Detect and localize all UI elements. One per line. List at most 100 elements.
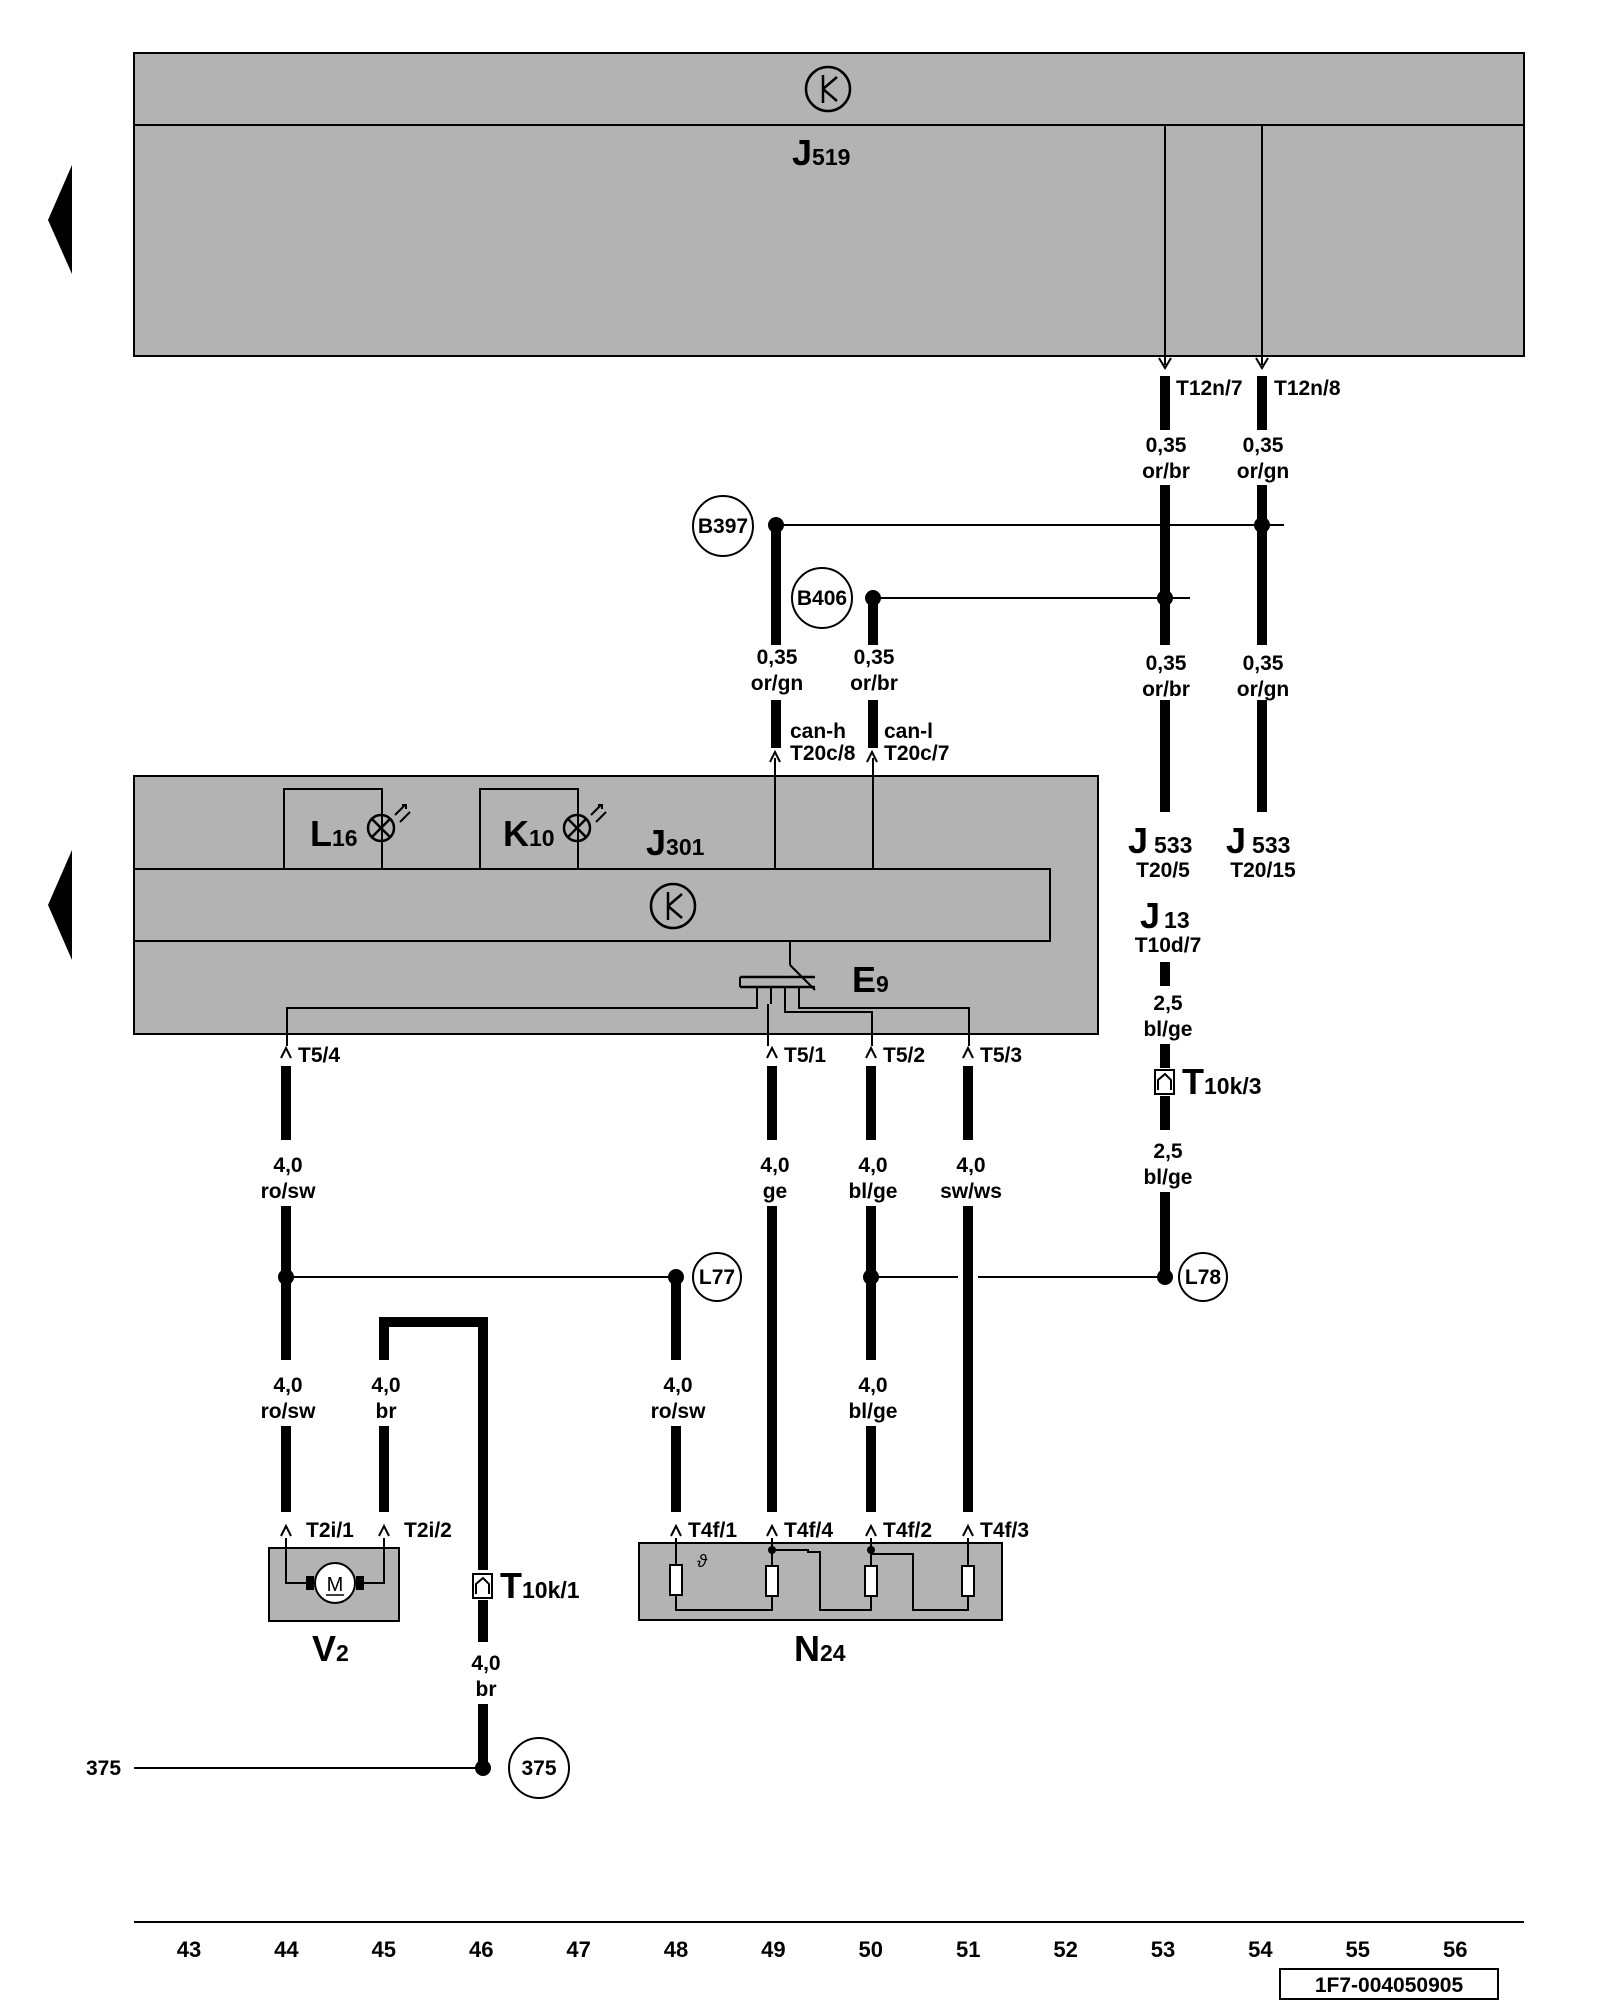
- j301-control-unit: [133, 775, 1099, 1035]
- wire-color: or/gn: [1237, 460, 1290, 483]
- wire-size: 2,5: [1153, 1140, 1183, 1163]
- page-reference-arrow-icon: [48, 850, 72, 960]
- wire-size: 0,35: [757, 646, 798, 669]
- column-number: 46: [469, 1937, 493, 1962]
- svg-text:375: 375: [521, 1757, 556, 1780]
- wire-size: 4,0: [858, 1154, 887, 1177]
- splice-b406: B406: [791, 567, 853, 629]
- wire-size: 0,35: [1146, 652, 1187, 675]
- resistor-icon: [961, 1565, 975, 1597]
- wire-size: 4,0: [858, 1374, 887, 1397]
- wire-color: bl/ge: [848, 1400, 897, 1423]
- wire-color: ro/sw: [261, 1180, 317, 1203]
- l16-lamp-icon: [366, 804, 411, 843]
- svg-text:L77: L77: [699, 1266, 735, 1289]
- k10-lamp-icon: [562, 804, 607, 843]
- connector-t2i2: T2i/2: [404, 1519, 452, 1542]
- splice-l77: L77: [692, 1252, 742, 1302]
- connector-t10k1-icon: [472, 1573, 493, 1599]
- column-number: 48: [664, 1937, 688, 1962]
- motor-icon: M: [314, 1562, 356, 1604]
- wire-size: 4,0: [663, 1374, 692, 1397]
- wire-size: 4,0: [371, 1374, 400, 1397]
- j13-pin-label: T10d/7: [1135, 934, 1202, 957]
- wire-size: 0,35: [854, 646, 895, 669]
- svg-text:B406: B406: [797, 587, 847, 610]
- column-number: 56: [1443, 1937, 1467, 1962]
- thermal-fuse-icon: [669, 1564, 683, 1596]
- column-number: 44: [274, 1937, 299, 1962]
- connector-t52: T5/2: [883, 1044, 925, 1067]
- svg-text:L78: L78: [1185, 1266, 1222, 1289]
- wire-size: 4,0: [956, 1154, 985, 1177]
- wire-color: or/br: [1142, 678, 1190, 701]
- j533-pin-label: T20/5: [1136, 859, 1190, 882]
- wire-color: or/gn: [1237, 678, 1290, 701]
- column-number: 53: [1151, 1937, 1175, 1962]
- connector-t10k3-icon: [1154, 1069, 1175, 1095]
- document-id-box: 1F7-004050905: [1279, 1968, 1499, 2000]
- connector-t51: T5/1: [784, 1044, 826, 1067]
- n24-label: N24: [794, 1628, 846, 1669]
- connector-t12n7: T12n/7: [1176, 377, 1243, 400]
- can-high-label: can-h: [790, 720, 846, 743]
- connector-t10k1: T10k/1: [500, 1565, 580, 1606]
- column-number: 54: [1248, 1937, 1273, 1962]
- j301-ground-symbol-icon: [649, 882, 697, 930]
- connector-t4f1: T4f/1: [688, 1519, 737, 1542]
- thermal-symbol: ϑ: [697, 1551, 708, 1571]
- column-number: 49: [761, 1937, 785, 1962]
- wire-size: 0,35: [1243, 434, 1284, 457]
- wire-color: or/gn: [751, 672, 804, 695]
- wire-color: bl/ge: [848, 1180, 897, 1203]
- column-number: 47: [566, 1937, 590, 1962]
- column-number: 52: [1053, 1937, 1077, 1962]
- wire-size: 0,35: [1243, 652, 1284, 675]
- wire-color: or/br: [850, 672, 898, 695]
- column-number: 55: [1346, 1937, 1370, 1962]
- connector-t54: T5/4: [298, 1044, 340, 1067]
- connector-t20c8: T20c/8: [790, 742, 856, 765]
- connector-t20c7: T20c/7: [884, 742, 949, 765]
- wire-color: br: [476, 1678, 497, 1701]
- splice-b397: B397: [692, 495, 754, 557]
- wire-size: 4,0: [760, 1154, 789, 1177]
- j519-control-unit: [133, 52, 1525, 357]
- connector-t10k3: T10k/3: [1182, 1061, 1262, 1102]
- connector-t2i1: T2i/1: [306, 1519, 354, 1542]
- j533-pin-label: T20/15: [1230, 859, 1296, 882]
- wire-color: bl/ge: [1143, 1166, 1192, 1189]
- wire-color: bl/ge: [1143, 1018, 1192, 1041]
- resistor-icon: [765, 1565, 779, 1597]
- column-number: 51: [956, 1937, 980, 1962]
- can-low-label: can-l: [884, 720, 933, 743]
- connector-t4f4: T4f/4: [784, 1519, 833, 1542]
- svg-text:1F7-004050905: 1F7-004050905: [1315, 1974, 1464, 1997]
- wire-size: 4,0: [471, 1652, 500, 1675]
- wire-size: 2,5: [1153, 992, 1183, 1015]
- j519-label: J519: [792, 132, 850, 173]
- column-number: 45: [372, 1937, 396, 1962]
- svg-text:B397: B397: [698, 515, 748, 538]
- svg-text:M: M: [327, 1574, 344, 1596]
- reference-375-label: 375: [86, 1757, 121, 1780]
- wire-color: or/br: [1142, 460, 1190, 483]
- connector-t4f2: T4f/2: [883, 1519, 932, 1542]
- page-reference-arrow-icon: [48, 165, 72, 274]
- splice-l78: L78: [1178, 1252, 1228, 1302]
- wire-color: ge: [763, 1180, 788, 1203]
- wire-color: ro/sw: [651, 1400, 707, 1423]
- n24-series-resistor: [638, 1538, 1003, 1621]
- resistor-icon: [864, 1565, 878, 1597]
- wire-size: 0,35: [1146, 434, 1187, 457]
- v2-label: V2: [312, 1628, 349, 1669]
- j519-ground-symbol-icon: [804, 65, 852, 113]
- j301-label: J301: [646, 822, 705, 863]
- k10-label: K10: [503, 813, 555, 854]
- connector-t53: T5/3: [980, 1044, 1022, 1067]
